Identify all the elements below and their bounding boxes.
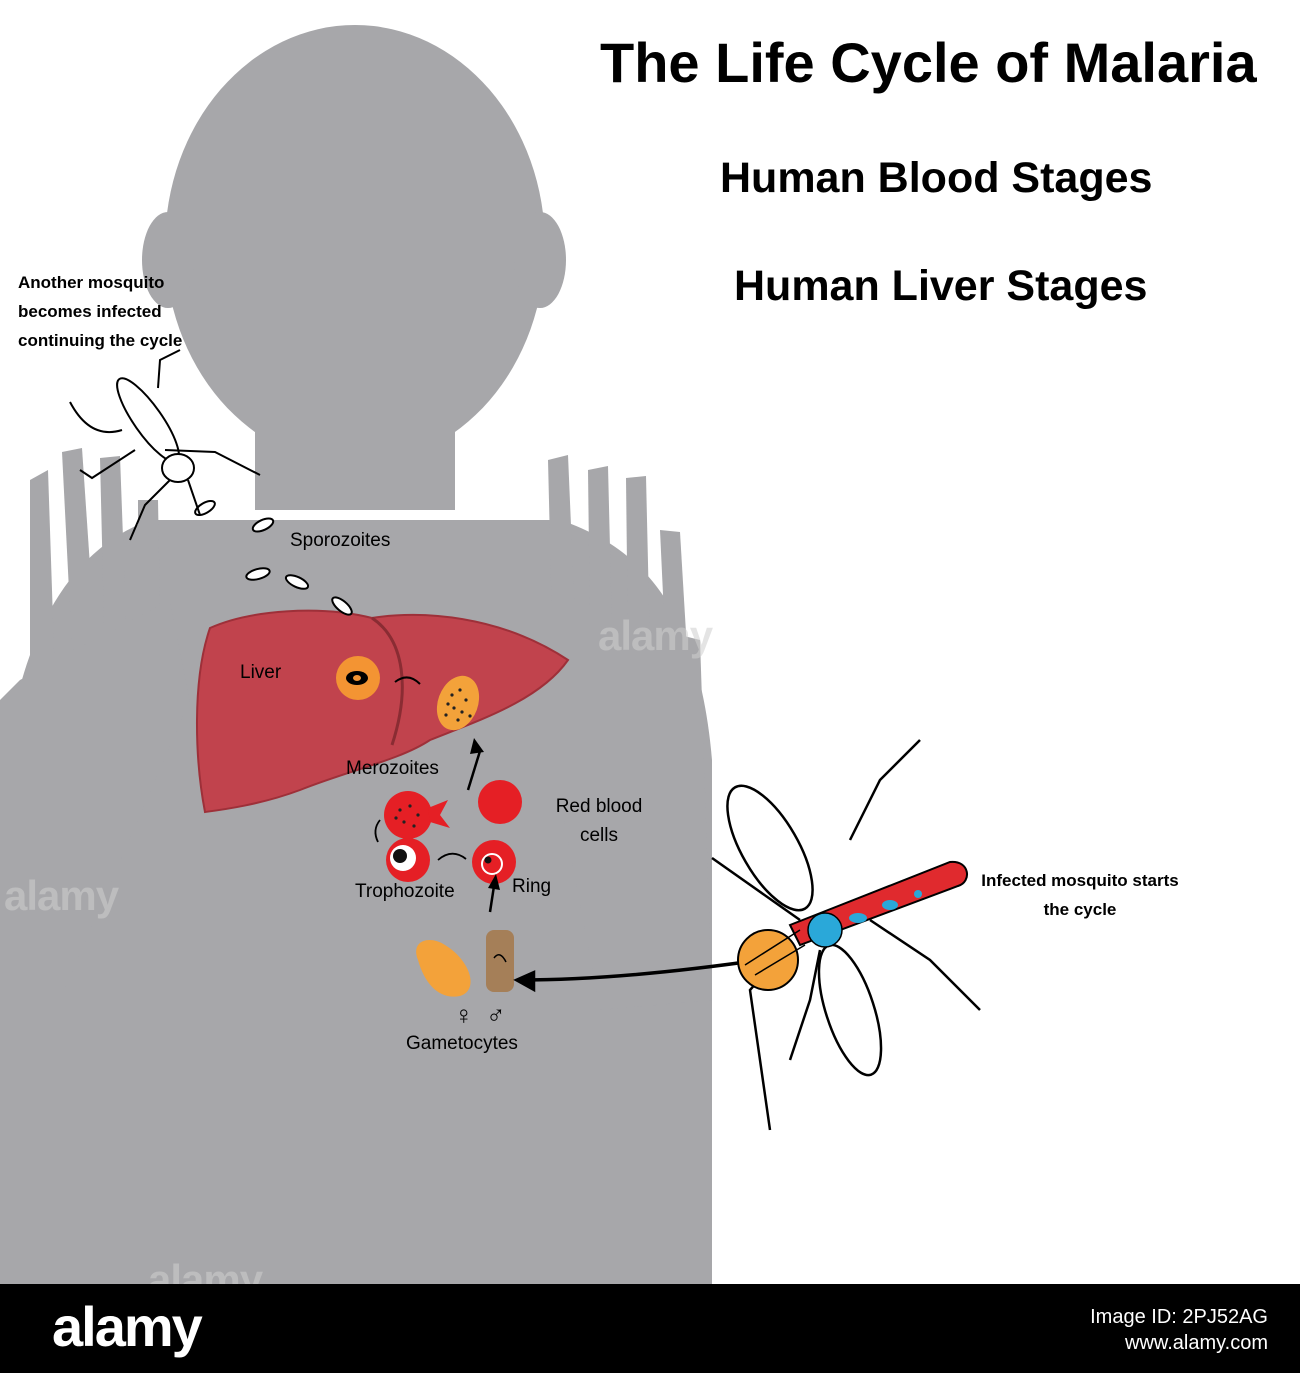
footer-logo: alamy	[52, 1295, 203, 1358]
footer-site: www.alamy.com	[1125, 1332, 1268, 1354]
label-liver: Liver	[240, 662, 282, 683]
label-merozoites: Merozoites	[346, 758, 439, 779]
liver-stages-title: Human Liver Stages	[734, 262, 1148, 310]
ring-cell	[472, 840, 516, 884]
gametocytes	[416, 930, 514, 997]
blood-stages-title: Human Blood Stages	[720, 154, 1153, 202]
female-gametocyte	[416, 940, 471, 997]
label-red-blood-cells: Red blood cells	[555, 796, 643, 846]
label-gametocytes: Gametocytes	[406, 1033, 518, 1054]
liver-organ	[196, 609, 570, 814]
infected-mosquito-note: Infected mosquito starts the cycle	[981, 871, 1179, 919]
infected-mosquito-body	[737, 860, 968, 991]
label-ring: Ring	[512, 876, 552, 897]
healthy-red-blood-cell	[478, 780, 522, 824]
blood-stage-cycle	[374, 738, 522, 913]
female-symbol: ♀	[454, 1000, 474, 1030]
label-trophozoite: Trophozoite	[355, 881, 455, 902]
watermark-1: alamy	[598, 612, 713, 659]
footer-image-id: Image ID: 2PJ52AG	[1090, 1306, 1268, 1328]
main-title: The Life Cycle of Malaria	[600, 31, 1257, 94]
footer-image-info: Image ID: 2PJ52AG www.alamy.com	[1090, 1304, 1268, 1356]
label-sporozoites: Sporozoites	[290, 530, 391, 551]
male-gametocyte	[486, 930, 514, 992]
another-mosquito	[69, 349, 261, 541]
diagram-artwork	[0, 25, 981, 1284]
sporozoites	[194, 500, 353, 616]
male-symbol: ♂	[486, 1000, 506, 1030]
watermark-2: alamy	[4, 872, 119, 919]
another-mosquito-note: Another mosquito becomes infected contin…	[18, 273, 183, 350]
child-silhouette	[0, 25, 712, 1284]
footer-bar: alamy Image ID: 2PJ52AG www.alamy.com	[0, 1284, 1300, 1373]
